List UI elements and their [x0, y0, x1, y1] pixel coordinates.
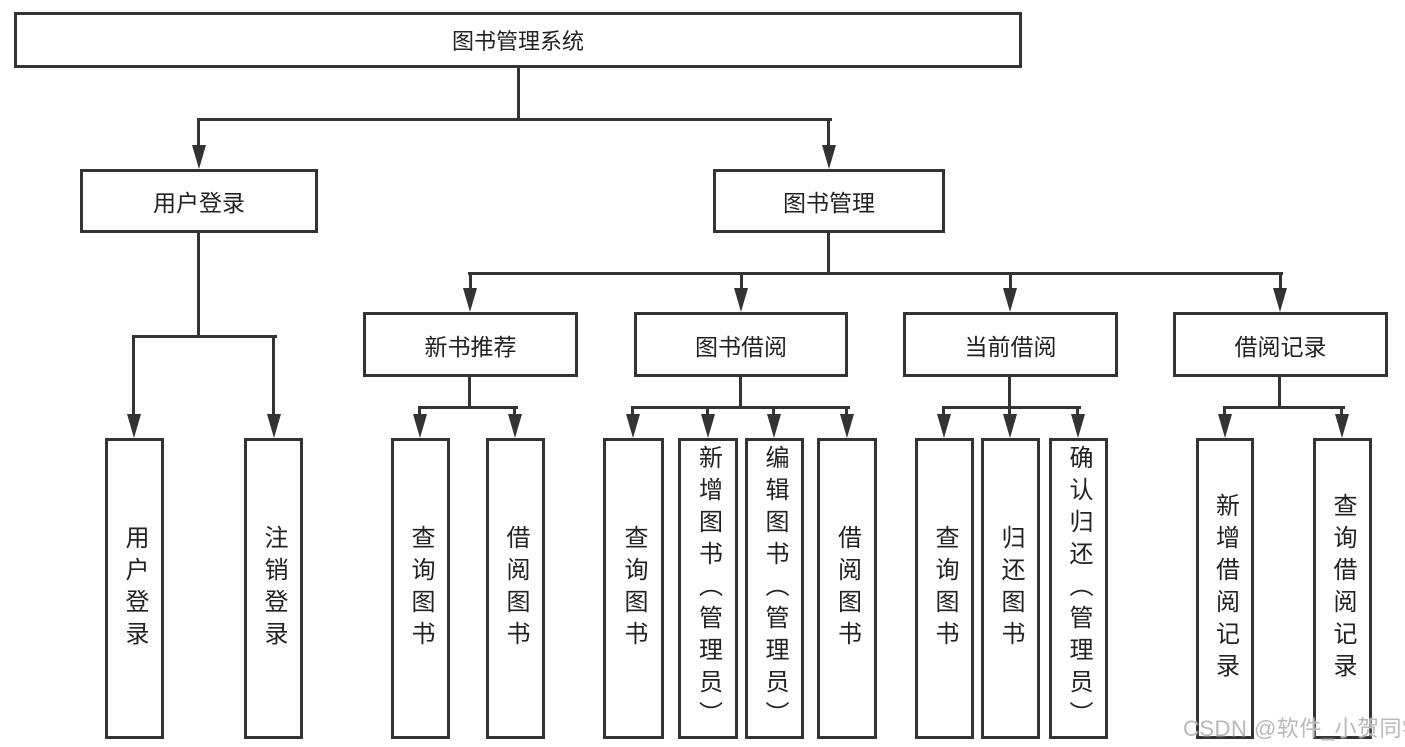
leaf-borrow-query: 查询图书 [603, 438, 664, 739]
connector-line [468, 377, 471, 406]
leaf-borrow-add-admin: 新增图书（管理员） [678, 438, 738, 739]
connector-line [132, 335, 135, 414]
arrow-down-icon [734, 288, 748, 312]
connector-line [1279, 272, 1282, 288]
connector-line [517, 68, 520, 118]
node-book-borrow: 图书借阅 [634, 312, 848, 377]
arrow-down-icon [840, 414, 854, 438]
leaf-borrow-edit-admin: 编辑图书（管理员） [745, 438, 804, 739]
connector-line [740, 272, 743, 288]
connector-line [468, 272, 1283, 275]
connector-line [418, 406, 518, 409]
connector-line [772, 406, 775, 414]
connector-line [827, 233, 830, 272]
connector-line [1340, 406, 1343, 414]
node-new-book-recommend: 新书推荐 [363, 312, 578, 377]
arrow-down-icon [937, 414, 951, 438]
node-book-management: 图书管理 [713, 169, 945, 233]
connector-line [1278, 377, 1281, 406]
connector-line [942, 406, 945, 414]
connector-line [1009, 272, 1012, 288]
connector-line [631, 406, 850, 409]
arrow-down-icon [127, 414, 141, 438]
connector-line [739, 377, 742, 406]
arrow-down-icon [701, 414, 715, 438]
node-root: 图书管理系统 [14, 12, 1022, 68]
connector-line [197, 233, 200, 335]
arrow-down-icon [1003, 288, 1017, 312]
connector-line [1076, 406, 1079, 414]
connector-line [1008, 377, 1011, 406]
arrow-down-icon [1335, 414, 1349, 438]
arrow-down-icon [508, 414, 522, 438]
connector-line [845, 406, 848, 414]
connector-line [827, 118, 830, 145]
connector-line [132, 335, 277, 338]
node-current-borrow: 当前借阅 [903, 312, 1118, 377]
leaf-current-return: 归还图书 [981, 438, 1040, 739]
node-user-login: 用户登录 [80, 169, 318, 233]
connector-line [942, 406, 1081, 409]
arrow-down-icon [267, 414, 281, 438]
arrow-down-icon [626, 414, 640, 438]
connector-line [272, 335, 275, 414]
leaf-borrow-borrow: 借阅图书 [817, 438, 877, 739]
leaf-newbooks-borrow: 借阅图书 [486, 438, 545, 739]
connector-line [631, 406, 634, 414]
leaf-logout: 注销登录 [244, 438, 303, 739]
node-borrow-records: 借阅记录 [1173, 312, 1388, 377]
arrow-down-icon [1071, 414, 1085, 438]
arrow-down-icon [463, 288, 477, 312]
connector-line [197, 118, 832, 121]
leaf-records-add: 新增借阅记录 [1196, 438, 1254, 739]
connector-line [418, 406, 421, 414]
leaf-user-login: 用户登录 [105, 438, 164, 739]
leaf-newbooks-query: 查询图书 [391, 438, 450, 739]
connector-line [1223, 406, 1345, 409]
connector-line [1008, 406, 1011, 414]
leaf-records-query: 查询借阅记录 [1313, 438, 1372, 739]
arrow-down-icon [413, 414, 427, 438]
arrow-down-icon [1218, 414, 1232, 438]
arrow-down-icon [1273, 288, 1287, 312]
leaf-current-confirm-admin: 确认归还（管理员） [1049, 438, 1108, 739]
arrow-down-icon [192, 145, 206, 169]
csdn-watermark: CSDN @软件_小贺同学 [1183, 716, 1405, 741]
arrow-down-icon [822, 145, 836, 169]
leaf-current-query: 查询图书 [915, 438, 974, 739]
connector-line [513, 406, 516, 414]
arrow-down-icon [1003, 414, 1017, 438]
connector-line [469, 272, 472, 288]
connector-line [1223, 406, 1226, 414]
connector-line [706, 406, 709, 414]
connector-line [197, 118, 200, 145]
arrow-down-icon [767, 414, 781, 438]
